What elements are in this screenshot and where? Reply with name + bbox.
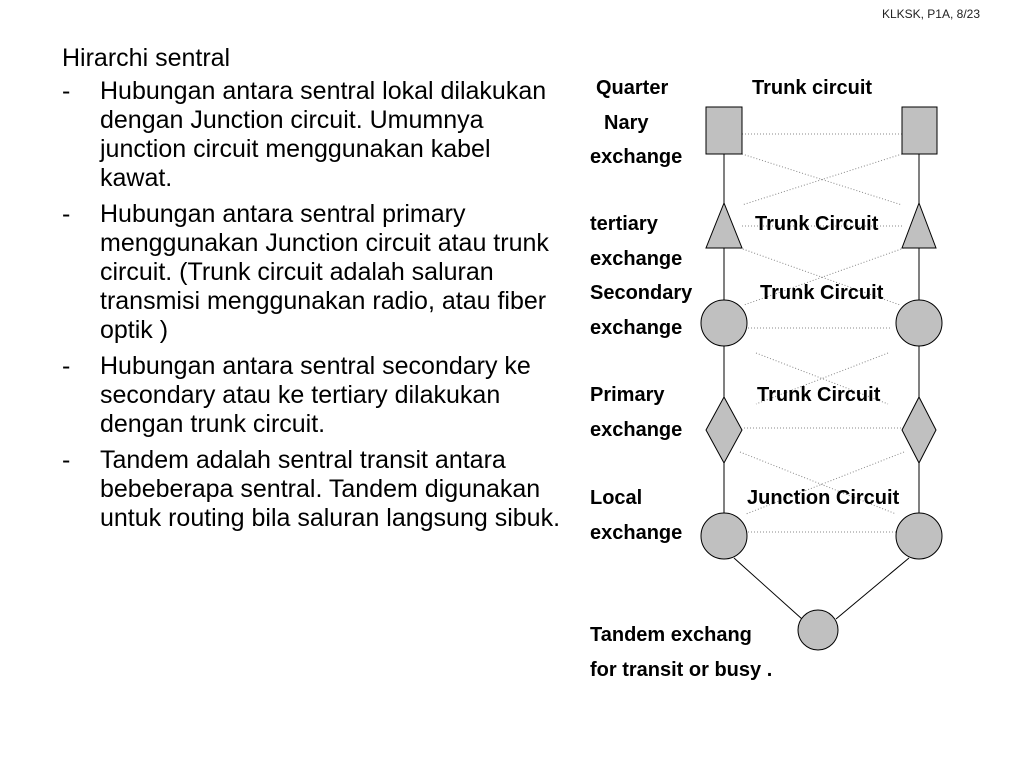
- cross-link: [745, 451, 905, 515]
- horizontal-circuits: [742, 133, 902, 533]
- bullet-text: Hubungan antara sentral lokal dilakukan …: [100, 77, 547, 192]
- exchange-nodes: [700, 106, 943, 651]
- level-label: exchange: [590, 522, 682, 544]
- secondary-exchange-node-right: [895, 299, 943, 347]
- quarternary-exchange-node-left: [705, 106, 743, 155]
- cross-link: [741, 153, 903, 206]
- local-exchange-node-left: [700, 512, 748, 560]
- cross-link: [741, 153, 903, 206]
- secondary-exchange-node-left: [700, 299, 748, 347]
- level-label: tertiary: [590, 213, 659, 235]
- level-label: Quarter: [596, 77, 668, 99]
- text-panel: Hirarchi sentral - Hubungan antara sentra…: [62, 44, 562, 540]
- circuit-label: Trunk Circuit: [757, 384, 881, 406]
- tandem-label: for transit or busy .: [590, 659, 772, 681]
- bullet-text: Tandem adalah sentral transit antara beb…: [100, 446, 561, 532]
- tandem-link-right: [835, 557, 910, 620]
- level-label: Local: [590, 487, 642, 509]
- bullet-marker: -: [62, 77, 71, 105]
- level-label: Secondary: [590, 282, 693, 304]
- cross-link: [755, 352, 889, 405]
- cross-link: [739, 247, 901, 306]
- level-label: Primary: [590, 384, 665, 406]
- bullet-marker: -: [62, 200, 71, 228]
- level-label: exchange: [590, 146, 682, 168]
- section-title: Hirarchi sentral: [62, 44, 231, 72]
- bullet-marker: -: [62, 446, 71, 474]
- level-label: exchange: [590, 317, 682, 339]
- bullet-list: - Hubungan antara sentral lokal dilakukan…: [62, 77, 562, 533]
- bullet-text: Hubungan antara sentral secondary ke sec…: [100, 352, 531, 438]
- bullet-item: - Hubungan antara sentral primary menggun…: [62, 200, 562, 345]
- bullet-item: - Hubungan antara sentral secondary ke se…: [62, 352, 562, 439]
- local-exchange-node-right: [895, 512, 943, 560]
- vertical-links: [723, 154, 920, 620]
- circuit-label: Trunk circuit: [752, 77, 872, 99]
- bullet-text: Hubungan antara sentral primary mengguna…: [100, 200, 549, 344]
- tandem-link-left: [733, 557, 803, 620]
- bullet-item: - Hubungan antara sentral lokal dilakukan…: [62, 77, 562, 193]
- slide-reference: KLKSK, P1A, 8/23: [881, 7, 980, 21]
- level-label: Nary: [604, 112, 649, 134]
- bullet-item: - Tandem adalah sentral transit antara be…: [62, 446, 562, 533]
- tertiary-exchange-node-left: [705, 201, 743, 249]
- cross-link: [755, 352, 889, 405]
- tertiary-exchange-node-right: [901, 201, 937, 249]
- tandem-exchange-node: [797, 609, 839, 651]
- level-label: exchange: [590, 248, 682, 270]
- circuit-label: Trunk Circuit: [755, 213, 879, 235]
- cross-link: [739, 451, 897, 515]
- circuit-label: Junction Circuit: [747, 487, 900, 509]
- circuit-label: Trunk Circuit: [760, 282, 884, 304]
- primary-exchange-node-right: [901, 395, 937, 465]
- level-label: exchange: [590, 419, 682, 441]
- quarternary-exchange-node-right: [901, 106, 938, 155]
- diagram-labels: Quarter Nary exchange Trunk circuit tert…: [590, 77, 900, 681]
- bullet-marker: -: [62, 352, 71, 380]
- tandem-label: Tandem exchang: [590, 624, 752, 646]
- cross-link: [743, 247, 905, 306]
- primary-exchange-node-left: [705, 395, 743, 465]
- cross-links: [739, 153, 905, 515]
